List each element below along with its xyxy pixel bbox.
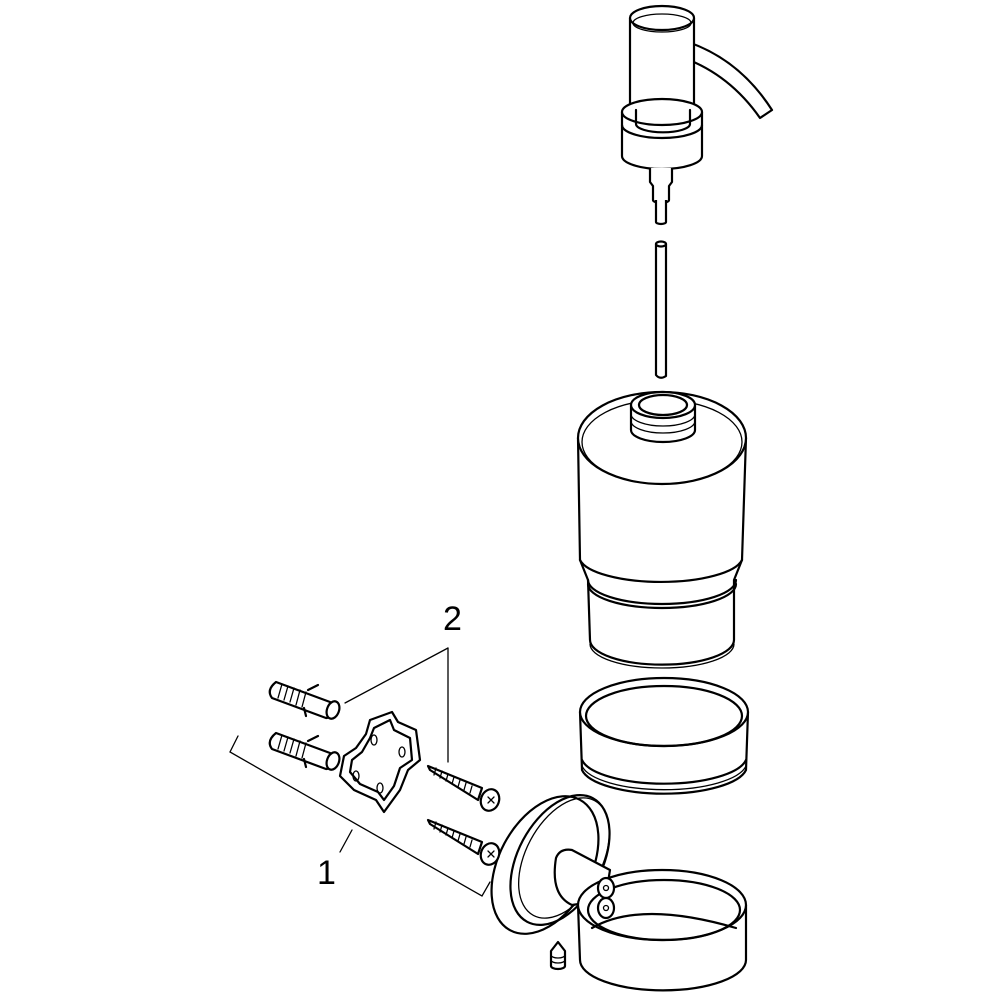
wall-dowel-icon — [268, 731, 341, 771]
wall-dowel-icon — [268, 680, 341, 720]
set-screw-icon — [549, 940, 567, 971]
callout-2-leader — [344, 647, 449, 763]
retaining-ring-icon — [578, 676, 750, 795]
mounting-cross-icon — [338, 710, 422, 814]
callout-label-1: 1 — [317, 854, 336, 892]
wood-screw-icon — [426, 818, 501, 866]
callout-label-2: 2 — [443, 600, 462, 638]
callout-1-bracket — [229, 735, 491, 897]
dip-tube-icon — [654, 240, 668, 379]
wood-screw-icon — [426, 764, 501, 812]
wall-holder-icon — [490, 794, 748, 992]
glass-container-icon — [576, 390, 748, 669]
pump-head-icon — [620, 4, 774, 226]
